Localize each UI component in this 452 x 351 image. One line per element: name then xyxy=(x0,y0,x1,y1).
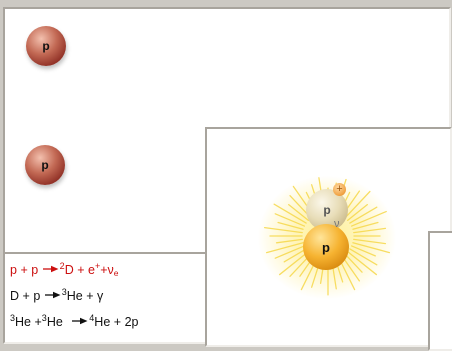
proton-label: p xyxy=(41,158,49,172)
equation-pp-fusion[interactable]: p + p 2D + e++νe xyxy=(10,261,119,278)
equation-helium-fusion[interactable]: 3He +3He 4He + 2p xyxy=(10,313,139,330)
arrow-right-icon xyxy=(42,265,59,273)
reaction-equations-panel: p + p 2D + e++νe D + p 3He + γ 3He +3He … xyxy=(3,252,207,344)
proton-ball-fused[interactable]: p xyxy=(303,224,349,270)
simulation-panel-right xyxy=(428,231,452,351)
proton-ball-upper[interactable]: p xyxy=(26,26,66,66)
proton-label: p xyxy=(322,239,330,255)
proton-ball-lower[interactable]: p xyxy=(25,145,65,185)
proton-label: p xyxy=(323,203,331,217)
positron-icon: + xyxy=(333,183,346,196)
equation-deuterium-capture[interactable]: D + p 3He + γ xyxy=(10,287,104,304)
proton-label: p xyxy=(42,39,50,53)
arrow-right-icon xyxy=(72,317,88,325)
arrow-right-icon xyxy=(44,291,61,299)
neutrino-icon: ν xyxy=(334,218,340,230)
